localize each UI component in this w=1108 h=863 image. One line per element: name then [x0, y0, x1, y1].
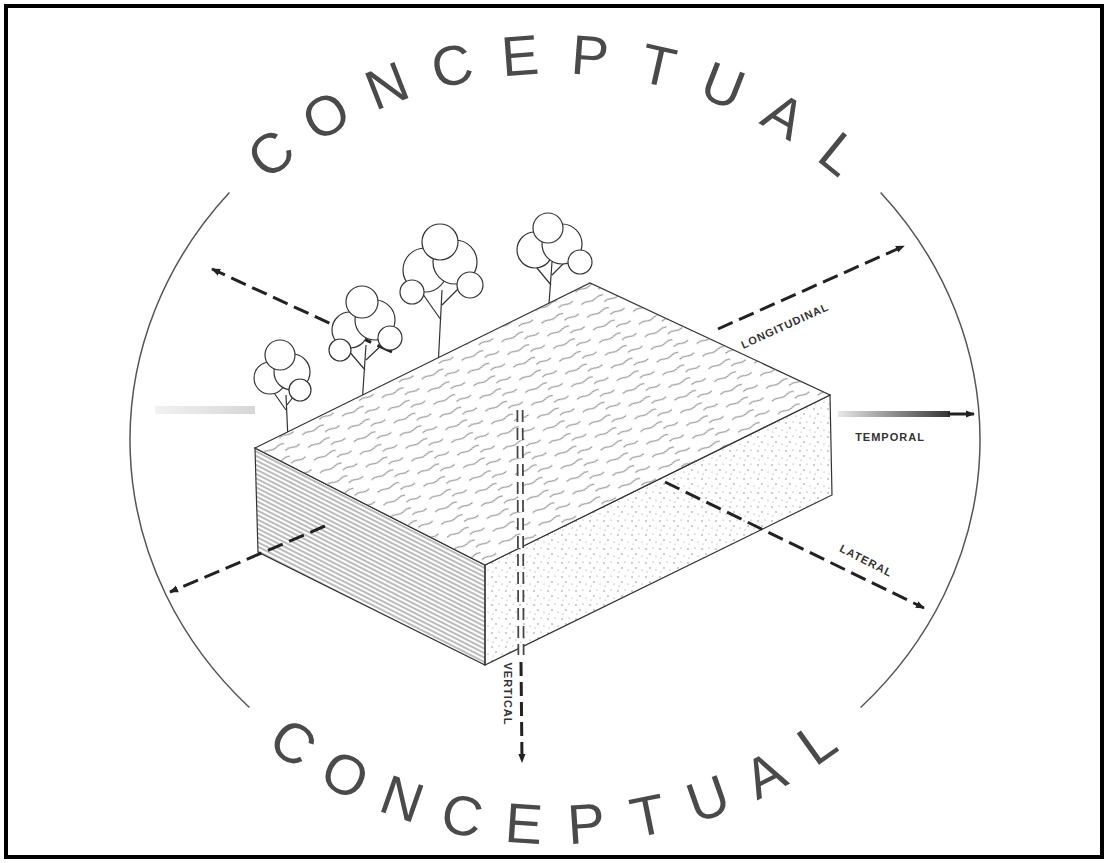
vertical-axis — [521, 662, 522, 762]
vertical-axis — [520, 410, 521, 655]
axis-label: LATERAL — [838, 543, 894, 579]
arc-letter: P — [566, 795, 607, 853]
arc-letter: N — [374, 766, 431, 832]
frame — [6, 6, 1102, 857]
longitudinal-axis — [170, 526, 325, 592]
temporal-axis — [155, 406, 255, 414]
vertical-axis — [520, 410, 521, 655]
arc-letter: T — [635, 35, 681, 97]
ellipse-arc — [861, 193, 980, 708]
arc-letter: L — [788, 712, 846, 776]
arc-letter: C — [436, 784, 487, 847]
water-surface — [255, 283, 830, 565]
arc-letter: C — [426, 35, 478, 99]
lateral-axis — [212, 269, 392, 352]
arc-letter: T — [626, 785, 671, 847]
arc-letter: N — [358, 53, 416, 120]
temporal-axis — [838, 411, 950, 417]
arc-letter: A — [735, 741, 794, 808]
arc-letter: P — [569, 27, 610, 86]
arc-letter: O — [293, 81, 359, 151]
arc-letter: U — [680, 766, 737, 832]
arc-letter: A — [754, 82, 814, 149]
arc-letter: C — [261, 709, 326, 778]
axis-label: VERTICAL — [502, 663, 513, 726]
arc-letter: L — [810, 122, 870, 185]
water-ripples — [255, 283, 830, 565]
temporal-axis — [948, 413, 974, 416]
arc-letter: E — [503, 795, 544, 853]
lateral-axis — [665, 482, 924, 608]
axis-label: LONGITUDINAL — [739, 301, 830, 350]
ellipse-arc — [130, 193, 249, 708]
axis-label: TEMPORAL — [855, 432, 925, 443]
arc-letter: E — [500, 27, 541, 86]
arc-letter: O — [313, 740, 377, 810]
arc-letter: C — [237, 119, 304, 188]
arc-letter: U — [694, 53, 752, 120]
